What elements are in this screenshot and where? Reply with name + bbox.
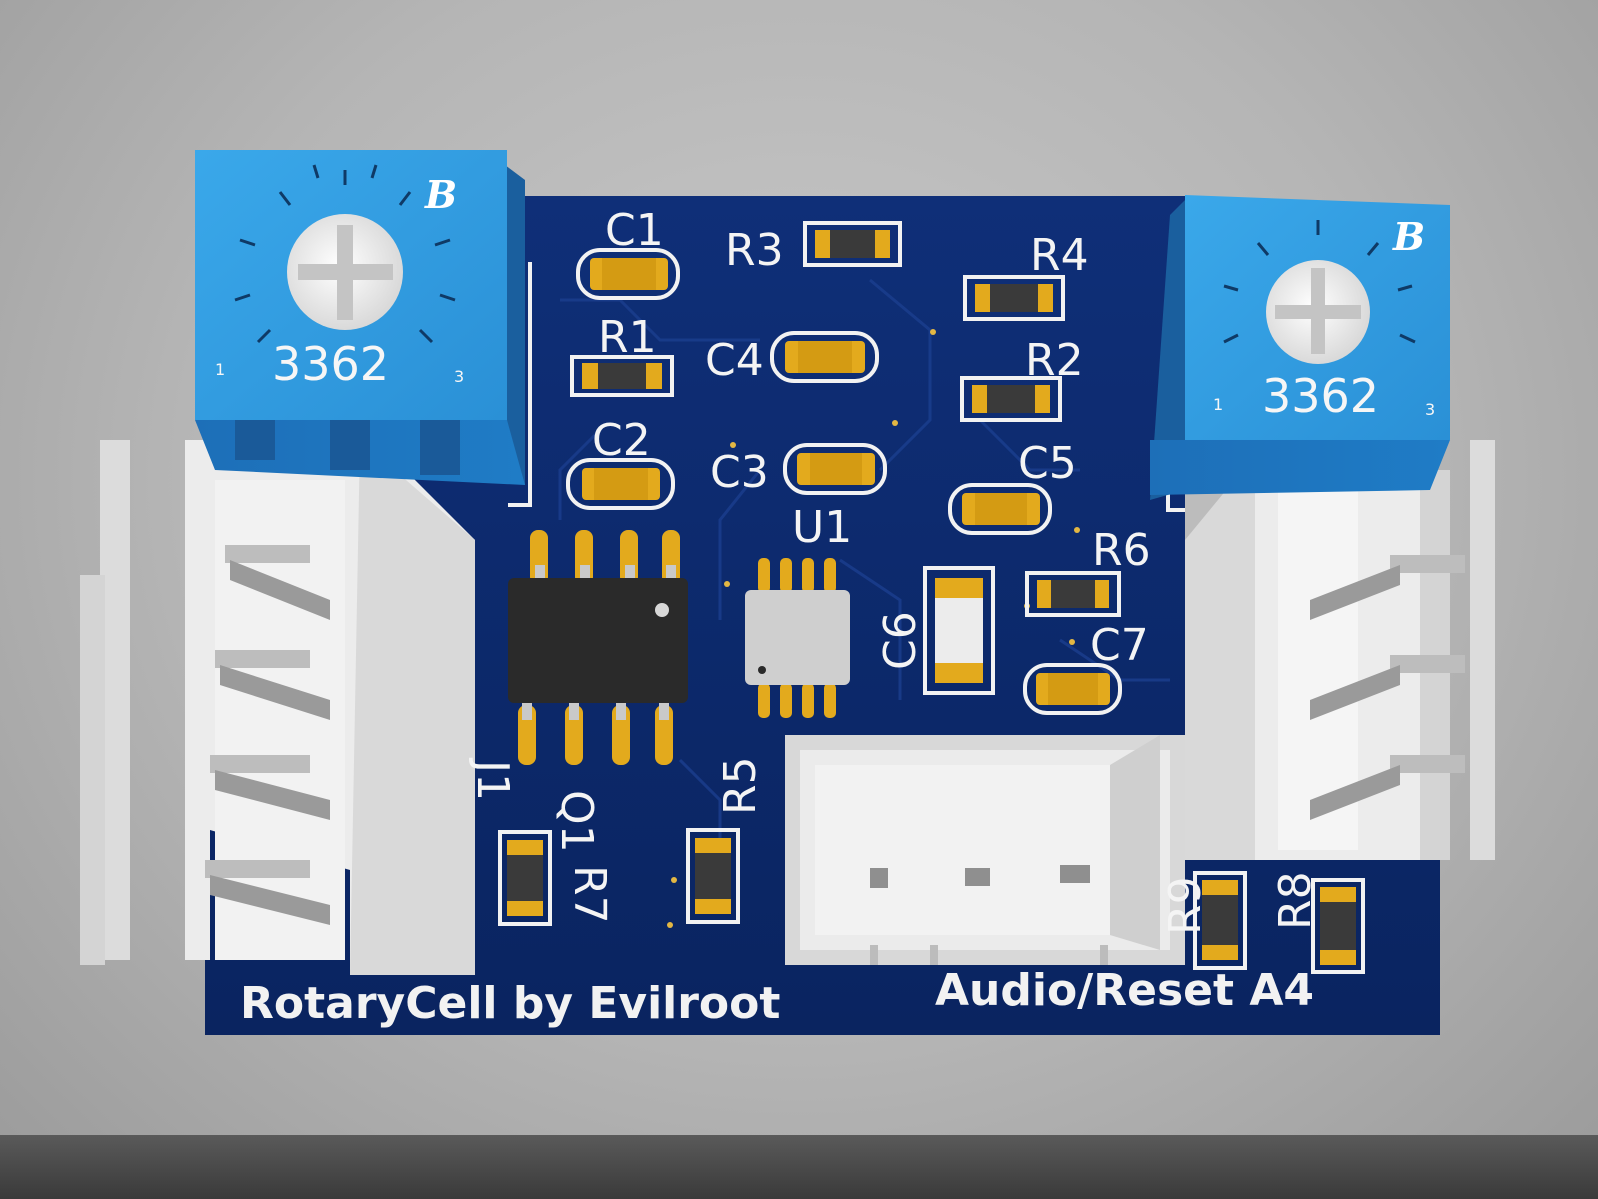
- label-r4: R4: [1030, 230, 1089, 281]
- label-u1: U1: [792, 502, 852, 553]
- connector-left: [80, 440, 475, 975]
- trimmer-left: B 3362 1 3: [195, 150, 525, 485]
- trimmer-left-pin1: 1: [215, 360, 225, 379]
- trimmer-right-pin1: 1: [1213, 395, 1223, 414]
- label-r7: R7: [564, 865, 615, 924]
- resistor-r3: [803, 221, 902, 267]
- label-r2: R2: [1025, 335, 1084, 386]
- trimmer-left-mark: B: [424, 172, 457, 217]
- resistor-r4: [963, 275, 1065, 321]
- label-r5: R5: [715, 756, 766, 815]
- reference-designators: C1 R3 R4 R1 C4 R2 C2 C3 C5 U1 R6 C7 C6 J…: [467, 205, 1321, 935]
- capacitor-c1: [576, 248, 680, 300]
- capacitor-c6: [923, 566, 995, 695]
- label-r9: R9: [1160, 876, 1211, 935]
- label-c3: C3: [710, 447, 769, 498]
- label-c5: C5: [1018, 438, 1077, 489]
- trimmer-left-pin3: 3: [454, 367, 464, 386]
- capacitor-c5: [948, 483, 1052, 535]
- resistor-r1: [570, 355, 674, 397]
- monitor-bezel-bottom: [0, 1135, 1598, 1199]
- label-q1: Q1: [551, 790, 602, 853]
- trimmer-right-mark: B: [1392, 214, 1425, 259]
- resistor-r5: [686, 828, 740, 924]
- label-c2: C2: [592, 415, 651, 466]
- soic8-chip: [508, 530, 688, 765]
- capacitor-c4: [770, 331, 879, 383]
- capacitor-c2: [566, 458, 675, 510]
- connector-right: [1185, 440, 1495, 860]
- resistor-r7: [498, 830, 552, 926]
- resistor-r8: [1311, 878, 1365, 974]
- board-title-right: Audio/Reset A4: [935, 965, 1314, 1016]
- label-r6: R6: [1092, 525, 1151, 576]
- trimmer-right-code: 3362: [1262, 369, 1379, 423]
- label-r8: R8: [1270, 871, 1321, 930]
- label-c6: C6: [875, 611, 926, 670]
- trimmer-left-code: 3362: [272, 337, 389, 391]
- label-r1: R1: [598, 312, 657, 363]
- capacitor-c7: [1023, 663, 1122, 715]
- board-title-left: RotaryCell by Evilroot: [240, 978, 780, 1029]
- label-r3: R3: [725, 225, 784, 276]
- trimmer-right-pin3: 3: [1425, 400, 1435, 419]
- capacitor-c3: [783, 443, 887, 495]
- connector-bottom: [785, 735, 1185, 965]
- resistor-r6: [1025, 571, 1121, 617]
- label-c4: C4: [705, 335, 764, 386]
- resistor-r9: [1193, 871, 1247, 970]
- u1-chip: [745, 558, 850, 718]
- label-j1: J1: [467, 757, 518, 801]
- label-c1: C1: [605, 205, 664, 256]
- trimmer-right: B 3362 1 3: [1150, 195, 1450, 500]
- resistor-r2: [960, 376, 1062, 422]
- label-c7: C7: [1090, 620, 1149, 671]
